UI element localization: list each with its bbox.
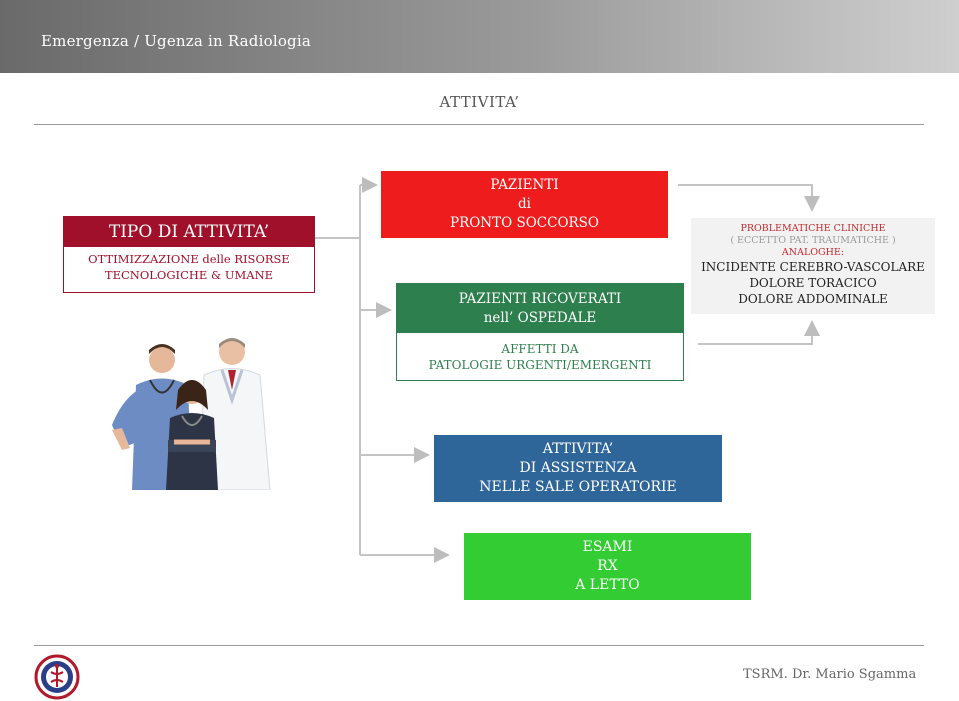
prob-item: INCIDENTE CEREBRO-VASCOLARE — [701, 260, 925, 274]
prob-line-1: PROBLEMATICHE CLINICHE — [740, 223, 886, 234]
header-title: Emergenza / Ugenza in Radiologia — [41, 32, 311, 50]
esami-line-1: ESAMI — [582, 539, 633, 555]
ass-line-2: DI ASSISTENZA — [519, 460, 637, 476]
esami-line-2: RX — [597, 558, 618, 574]
pazienti-pronto-soccorso-box: PAZIENTI di PRONTO SOCCORSO — [381, 171, 668, 238]
slide-header: Emergenza / Ugenza in Radiologia — [0, 0, 959, 73]
tipo-attivita-box: TIPO DI ATTIVITA’ OTTIMIZZAZIONE delle R… — [63, 216, 315, 293]
tipo-attivita-subtitle: OTTIMIZZAZIONE delle RISORSE TECNOLOGICH… — [64, 247, 314, 283]
ass-line-1: ATTIVITA’ — [542, 441, 614, 457]
tipo-line-1: OTTIMIZZAZIONE delle RISORSE — [88, 252, 290, 266]
ps-line-3: PRONTO SOCCORSO — [449, 215, 599, 231]
aff-line-1: AFFETTI DA — [501, 342, 579, 356]
bottom-divider — [34, 645, 924, 646]
prob-line-3: ANALOGHE: — [781, 247, 845, 258]
attivita-assistenza-box: ATTIVITA’ DI ASSISTENZA NELLE SALE OPERA… — [434, 435, 722, 502]
affetti-patologie-box: AFFETTI DA PATOLOGIE URGENTI/EMERGENTI — [396, 333, 684, 381]
prob-item: DOLORE TORACICO — [749, 276, 877, 290]
tipo-line-2: TECNOLOGICHE & UMANE — [104, 268, 274, 282]
medical-staff-photo — [112, 338, 271, 490]
ass-line-3: NELLE SALE OPERATORIE — [479, 479, 677, 495]
ric-line-1: PAZIENTI RICOVERATI — [458, 291, 622, 307]
footer-credit: TSRM. Dr. Mario Sgamma — [743, 667, 917, 682]
aff-line-2: PATOLOGIE URGENTI/EMERGENTI — [428, 358, 652, 372]
society-seal-logo — [34, 654, 80, 700]
top-divider — [34, 124, 924, 125]
ps-line-1: PAZIENTI — [490, 177, 559, 193]
ric-line-2: nell’ OSPEDALE — [483, 310, 597, 326]
tipo-attivita-heading: TIPO DI ATTIVITA’ — [64, 217, 314, 247]
pazienti-ricoverati-box: PAZIENTI RICOVERATI nell’ OSPEDALE — [396, 283, 684, 333]
ps-line-2: di — [518, 196, 531, 212]
esami-line-3: A LETTO — [575, 577, 640, 593]
prob-line-2: ( ECCETTO PAT. TRAUMATICHE ) — [730, 235, 896, 246]
prob-item: DOLORE ADDOMINALE — [738, 292, 888, 306]
esami-rx-box: ESAMI RX A LETTO — [464, 533, 751, 600]
slide-title: ATTIVITA’ — [439, 93, 520, 111]
problematiche-cliniche-box: PROBLEMATICHE CLINICHE ( ECCETTO PAT. TR… — [691, 218, 935, 314]
